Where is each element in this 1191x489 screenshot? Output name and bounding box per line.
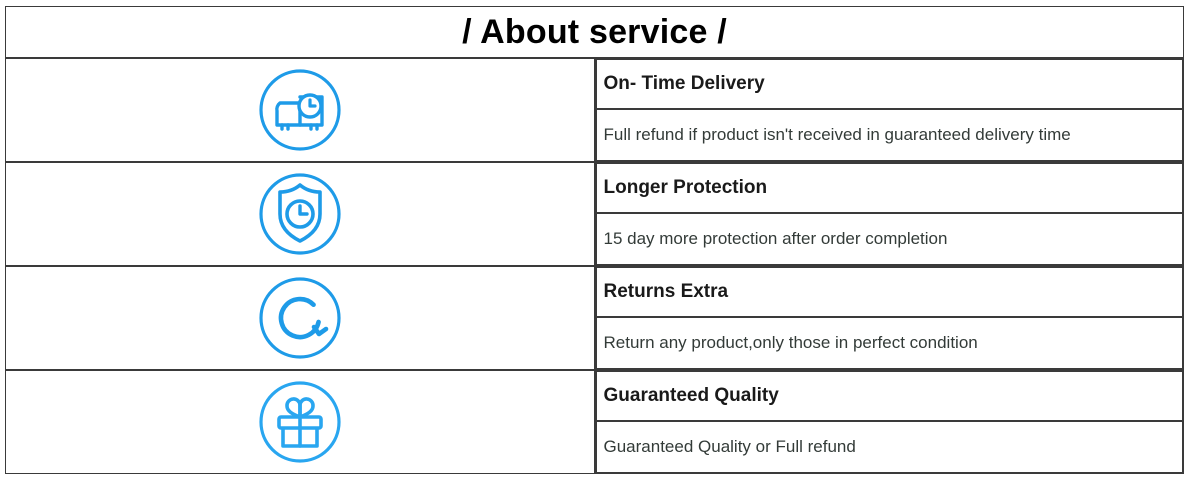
table-row: Returns Extra Return any product,only th…: [5, 266, 1184, 370]
heading-row: Guaranteed Quality: [595, 371, 1183, 421]
row-detail-table: Guaranteed Quality Guaranteed Quality or…: [595, 371, 1183, 473]
description-cell: Return any product,only those in perfect…: [595, 317, 1183, 369]
shield-clock-icon: [6, 164, 594, 264]
description-row: 15 day more protection after order compl…: [595, 213, 1183, 265]
heading-cell: Longer Protection: [595, 163, 1183, 213]
service-table: / About service /: [5, 6, 1184, 474]
circular-return-arrow-icon: [6, 268, 594, 368]
text-cell: Longer Protection 15 day more protection…: [594, 162, 1184, 266]
heading-row: On- Time Delivery: [595, 59, 1183, 109]
icon-cell: [5, 162, 595, 266]
description-row: Full refund if product isn't received in…: [595, 109, 1183, 161]
heading-row: Longer Protection: [595, 163, 1183, 213]
service-heading: Longer Protection: [603, 177, 768, 198]
service-description: Return any product,only those in perfect…: [603, 333, 978, 352]
icon-cell: [5, 58, 595, 162]
table-row: Longer Protection 15 day more protection…: [5, 162, 1184, 266]
delivery-truck-clock-icon: [6, 60, 594, 160]
description-row: Return any product,only those in perfect…: [595, 317, 1183, 369]
row-detail-table: Longer Protection 15 day more protection…: [595, 163, 1183, 265]
service-description: Full refund if product isn't received in…: [603, 125, 1071, 144]
heading-cell: Guaranteed Quality: [595, 371, 1183, 421]
service-heading: Guaranteed Quality: [603, 385, 779, 406]
gift-box-icon: [6, 372, 594, 472]
page-title: / About service /: [462, 13, 727, 51]
description-cell: Full refund if product isn't received in…: [595, 109, 1183, 161]
table-row: Guaranteed Quality Guaranteed Quality or…: [5, 370, 1184, 474]
page-title-cell: / About service /: [5, 6, 1184, 58]
description-cell: 15 day more protection after order compl…: [595, 213, 1183, 265]
table-header-row: / About service /: [5, 6, 1184, 58]
table-row: On- Time Delivery Full refund if product…: [5, 58, 1184, 162]
text-cell: Returns Extra Return any product,only th…: [594, 266, 1184, 370]
heading-row: Returns Extra: [595, 267, 1183, 317]
heading-cell: On- Time Delivery: [595, 59, 1183, 109]
row-detail-table: On- Time Delivery Full refund if product…: [595, 59, 1183, 161]
text-cell: On- Time Delivery Full refund if product…: [594, 58, 1184, 162]
description-row: Guaranteed Quality or Full refund: [595, 421, 1183, 473]
icon-cell: [5, 266, 595, 370]
service-heading: Returns Extra: [603, 281, 729, 302]
service-description: 15 day more protection after order compl…: [603, 229, 948, 248]
heading-cell: Returns Extra: [595, 267, 1183, 317]
service-heading: On- Time Delivery: [603, 73, 765, 94]
row-detail-table: Returns Extra Return any product,only th…: [595, 267, 1183, 369]
description-cell: Guaranteed Quality or Full refund: [595, 421, 1183, 473]
text-cell: Guaranteed Quality Guaranteed Quality or…: [594, 370, 1184, 474]
icon-cell: [5, 370, 595, 474]
service-description: Guaranteed Quality or Full refund: [603, 437, 856, 456]
